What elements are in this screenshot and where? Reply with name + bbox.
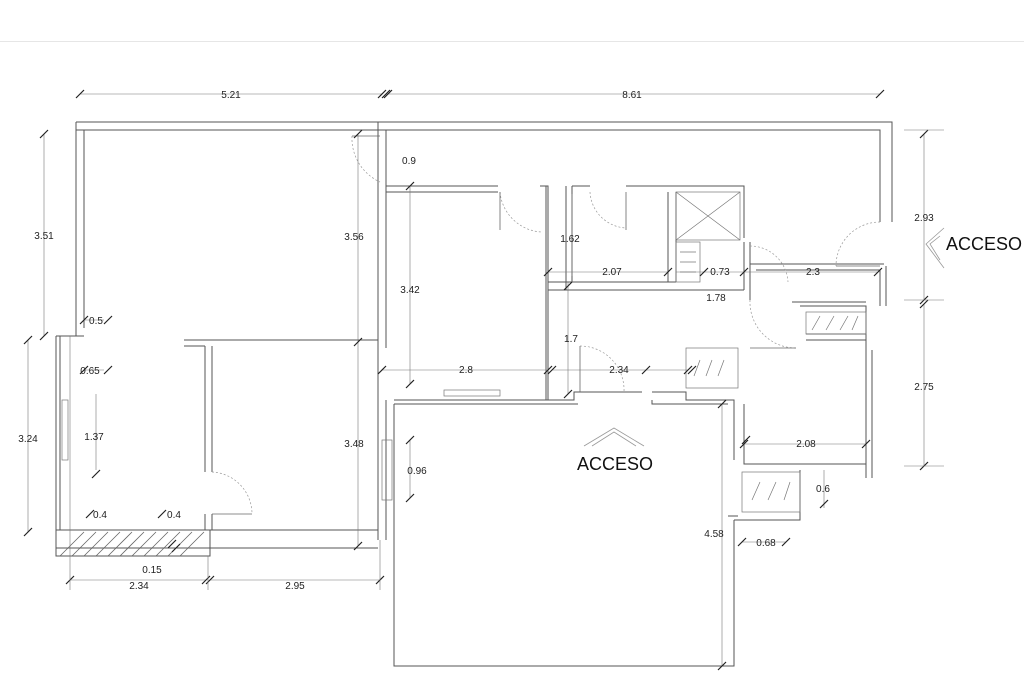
dim-closet: 1.62: [560, 234, 580, 245]
dim-window-left: 1.37: [84, 432, 104, 443]
dim-left-lower: 3.24: [18, 434, 38, 445]
dim-bottom-left: 2.34: [129, 581, 149, 592]
dim-thin-wall: 0.15: [142, 565, 162, 576]
entrance-label-right: ACCESO: [946, 234, 1022, 254]
dim-left-upper: 3.51: [34, 231, 54, 242]
dim-corridor-2: 0.73: [710, 267, 730, 278]
dim-kitchen-width: 2.08: [796, 439, 816, 450]
dimension-labels: 5.21 8.61 0.9 3.51 3.56 2.93 1.62 2.07 0…: [18, 90, 934, 592]
dim-corridor-1: 2.07: [602, 267, 622, 278]
dim-room1-height: 3.56: [344, 232, 364, 243]
dim-room2-height: 3.42: [400, 285, 420, 296]
dim-pier-1: 0.4: [93, 510, 107, 521]
dim-wall-offset: 0.5: [89, 316, 103, 327]
dim-bath-height: 1.78: [706, 293, 726, 304]
doors: [211, 135, 881, 515]
walls: [55, 121, 893, 667]
dimension-lines: [23, 89, 944, 671]
entrance-label-center: ACCESO: [577, 454, 653, 474]
dim-bottom-right: 2.95: [285, 581, 305, 592]
dim-room3-height: 3.48: [344, 439, 364, 450]
dim-hall-depth: 4.58: [704, 529, 724, 540]
dim-right-lower: 2.75: [914, 382, 934, 393]
dim-window-center: 0.96: [407, 466, 427, 477]
dim-living-width: 2.8: [459, 365, 473, 376]
dim-side-width: 0.65: [80, 366, 100, 377]
top-bar: [0, 0, 1024, 42]
dim-corridor-3: 2.3: [806, 267, 820, 278]
dim-pantry-depth: 0.6: [816, 484, 830, 495]
dim-pantry-width: 0.68: [756, 538, 776, 549]
dim-top-right: 8.61: [622, 90, 642, 101]
dim-top-left: 5.21: [221, 90, 241, 101]
dim-right-upper: 2.93: [914, 213, 934, 224]
entrance-markers: ACCESO ACCESO: [577, 227, 1022, 474]
dim-pier-2: 0.4: [167, 510, 181, 521]
entrance-arrow-icon: [925, 227, 945, 269]
dim-entry-width: 2.34: [609, 365, 629, 376]
dim-hall-door: 0.9: [402, 156, 416, 167]
dim-passage: 1.7: [564, 334, 578, 345]
entrance-arrow-icon: [583, 427, 645, 447]
